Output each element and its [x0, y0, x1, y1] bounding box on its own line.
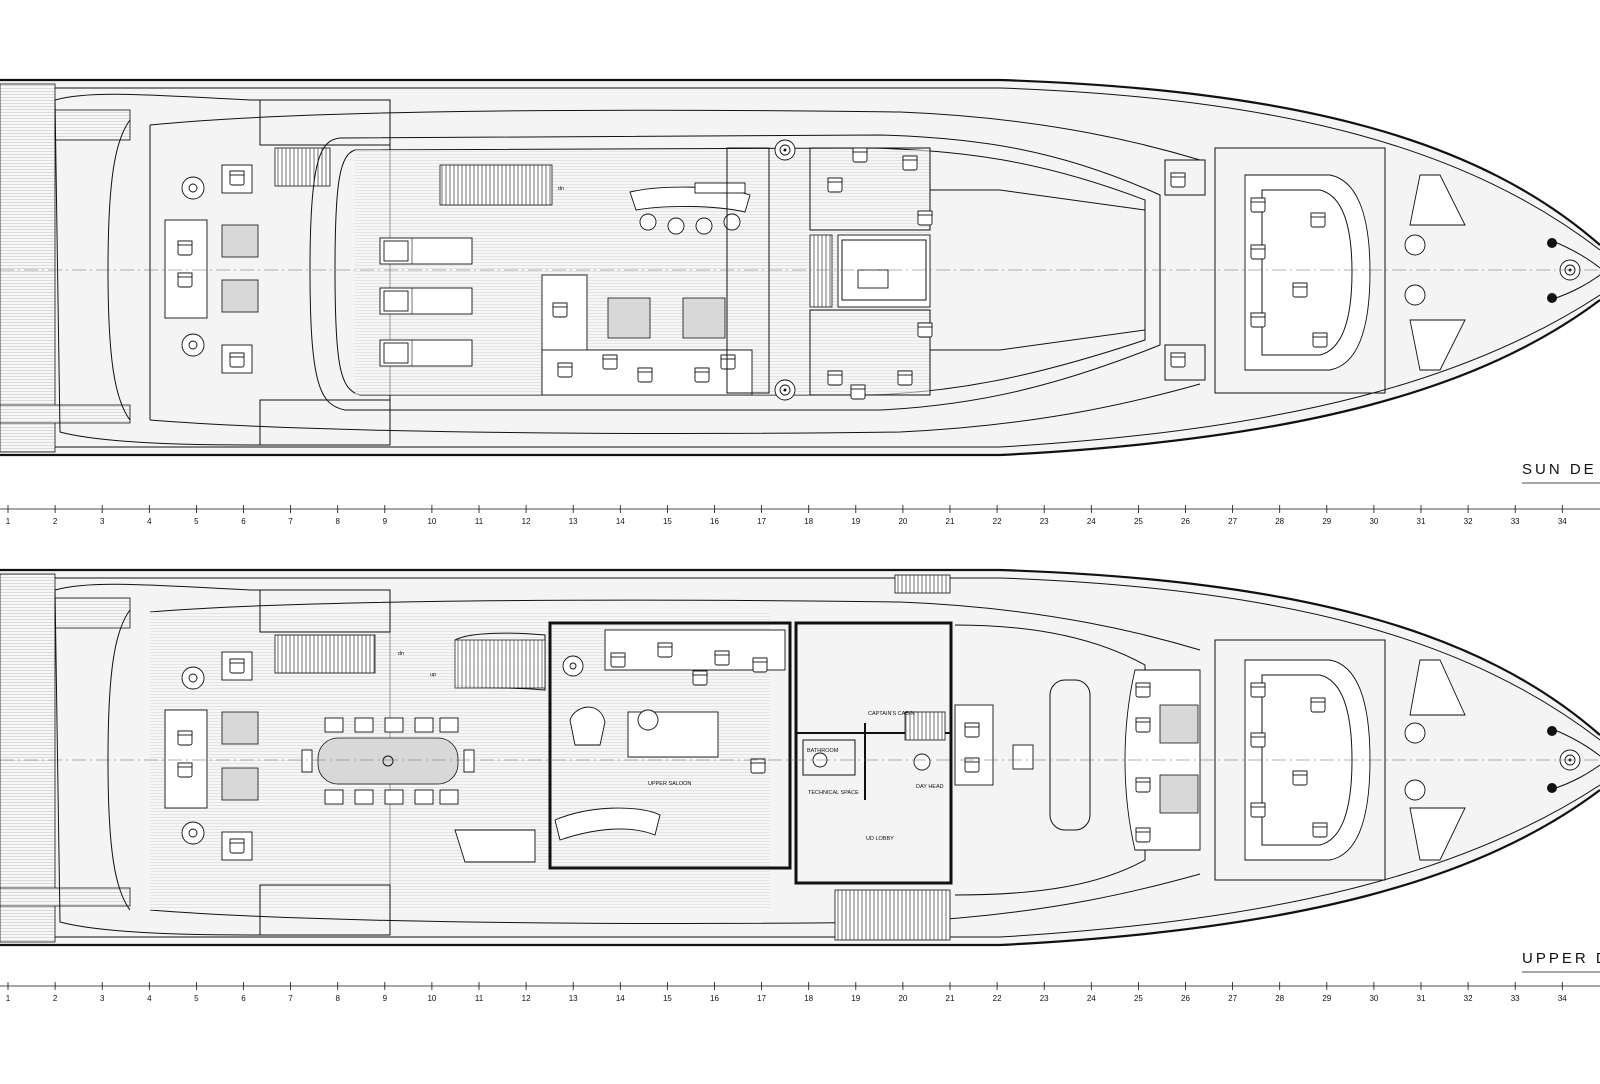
frame-label: 28: [1275, 994, 1284, 1003]
upper-deck-stair-up-label: up: [430, 672, 436, 678]
frame-label: 9: [383, 994, 388, 1003]
frame-label: 14: [616, 517, 625, 526]
frame-label: 18: [804, 517, 813, 526]
frame-label: 24: [1087, 994, 1096, 1003]
frame-label: 4: [147, 994, 152, 1003]
frame-label: 2: [53, 517, 58, 526]
frame-label: 7: [288, 517, 293, 526]
frame-label: 26: [1181, 517, 1190, 526]
frame-label: 5: [194, 994, 199, 1003]
frame-label: 27: [1228, 517, 1237, 526]
aft-dining-table: [301, 717, 475, 805]
upper-saloon: UPPER SALOON: [548, 621, 792, 870]
frame-label: 31: [1417, 517, 1426, 526]
sun-loungers: [379, 237, 473, 367]
frame-label: 29: [1322, 517, 1331, 526]
frame-label: 24: [1087, 517, 1096, 526]
frame-label: 19: [851, 994, 860, 1003]
frame-label: 4: [147, 517, 152, 526]
frame-label: 10: [427, 517, 436, 526]
upper-deck-hull-outline: [0, 568, 1600, 947]
upper-deck-plan: dn up U: [0, 568, 1600, 973]
upper-deck-bridge-area: [954, 624, 1146, 896]
frame-label: 16: [710, 994, 719, 1003]
upper-bow-mooring-gear: [1404, 659, 1600, 861]
frame-label: 17: [757, 994, 766, 1003]
frame-label: 31: [1417, 994, 1426, 1003]
frame-label: 29: [1322, 994, 1331, 1003]
frame-label: 15: [663, 517, 672, 526]
captains-cabin-label: CAPTAIN'S CABIN: [868, 711, 915, 717]
frame-label: 22: [993, 517, 1002, 526]
upper-deck-title: UPPER D: [1522, 950, 1600, 967]
ud-lobby-label: UD LOBBY: [866, 836, 894, 842]
day-head-label: DAY HEAD: [916, 784, 944, 790]
frame-label: 16: [710, 517, 719, 526]
frame-label: 26: [1181, 994, 1190, 1003]
bathroom-label: BATHROOM: [807, 748, 839, 754]
aft-lounge-upper: [164, 651, 259, 861]
captains-and-lobby-area: CAPTAIN'S CABIN BATHROOM TECHNICAL SPACE…: [794, 574, 953, 941]
frame-label: 9: [383, 517, 388, 526]
frame-label: 28: [1275, 517, 1284, 526]
frame-label: 19: [851, 517, 860, 526]
frame-label: 34: [1558, 994, 1567, 1003]
frame-label: 7: [288, 994, 293, 1003]
frame-label: 6: [241, 994, 246, 1003]
frame-label: 22: [993, 994, 1002, 1003]
frame-label: 13: [569, 994, 578, 1003]
frame-label: 20: [898, 517, 907, 526]
frame-label: 1: [6, 994, 11, 1003]
sun-lounge-seating: [541, 274, 753, 396]
frame-label: 33: [1511, 517, 1520, 526]
frame-label: 30: [1369, 517, 1378, 526]
frame-label: 3: [100, 517, 105, 526]
frame-label: 14: [616, 994, 625, 1003]
frame-label: 12: [522, 994, 531, 1003]
frame-label: 8: [335, 994, 340, 1003]
frame-label: 34: [1558, 517, 1567, 526]
frame-label: 5: [194, 517, 199, 526]
frame-label: 18: [804, 994, 813, 1003]
frame-label: 13: [569, 517, 578, 526]
aft-lounge-sun: [164, 164, 259, 374]
frame-label: 2: [53, 994, 58, 1003]
sun-bow-mooring-gear: [1404, 174, 1600, 371]
frame-label: 12: [522, 517, 531, 526]
frame-label: 25: [1134, 517, 1143, 526]
frame-label: 6: [241, 517, 246, 526]
sun-deck-hull-outline: [0, 78, 1600, 457]
upper-deck-stair-dn-label: dn: [398, 651, 404, 657]
frame-label: 23: [1040, 517, 1049, 526]
sun-deck-title: SUN DE: [1522, 461, 1597, 478]
sun-deck-stair-dn-label: dn: [558, 186, 564, 192]
frame-label: 11: [475, 517, 484, 526]
frame-label: 21: [946, 994, 955, 1003]
technical-space-label: TECHNICAL SPACE: [808, 790, 859, 796]
upper-saloon-label: UPPER SALOON: [648, 781, 691, 787]
frame-label: 8: [335, 517, 340, 526]
frame-label: 23: [1040, 994, 1049, 1003]
frame-label: 32: [1464, 517, 1473, 526]
frame-label: 15: [663, 994, 672, 1003]
frame-label: 20: [898, 994, 907, 1003]
frame-label: 33: [1511, 994, 1520, 1003]
sun-deck-plan: dn: [0, 78, 1600, 484]
frame-label: 21: [946, 517, 955, 526]
frame-label: 27: [1228, 994, 1237, 1003]
frame-label: 32: [1464, 994, 1473, 1003]
frame-label: 17: [757, 517, 766, 526]
frame-label: 30: [1369, 994, 1378, 1003]
frame-label: 11: [475, 994, 484, 1003]
sun-deck-bar: [629, 182, 751, 235]
frame-label: 10: [427, 994, 436, 1003]
sun-foredeck-lounge: [1244, 174, 1371, 371]
frame-label: 1: [6, 517, 11, 526]
frame-label: 25: [1134, 994, 1143, 1003]
frame-label: 3: [100, 994, 105, 1003]
